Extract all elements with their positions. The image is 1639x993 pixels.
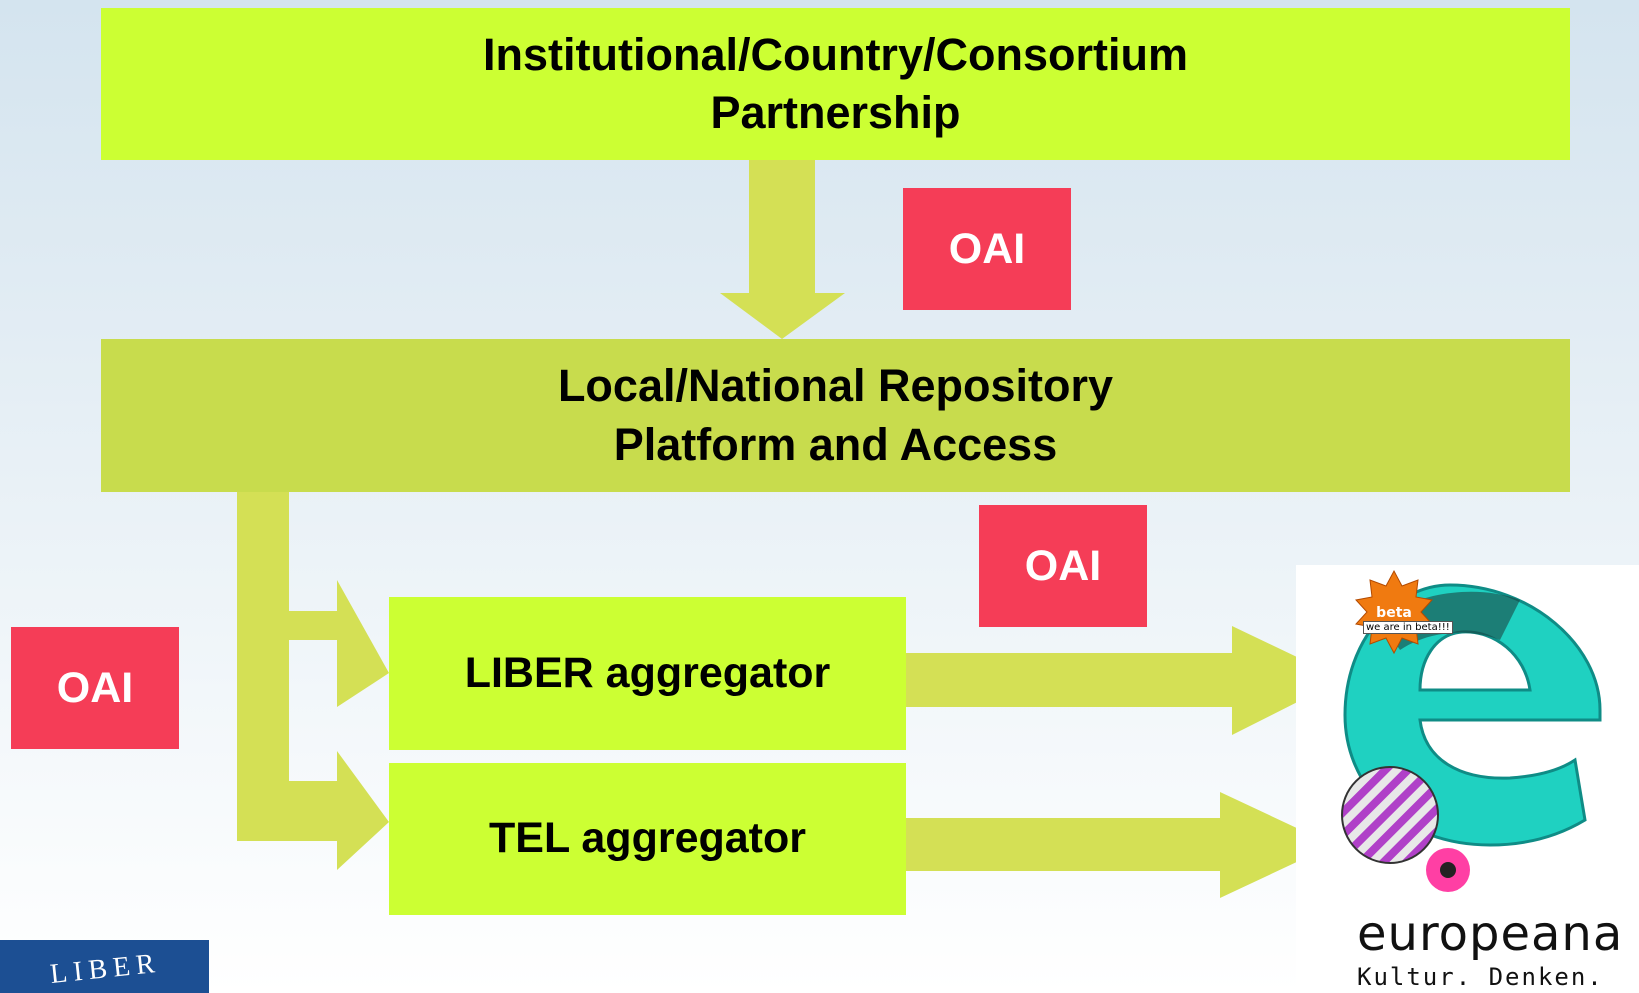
europeana-wordmark: europeana: [1357, 906, 1624, 962]
europeana-slogan: Kultur. Denken.: [1357, 963, 1604, 991]
liber-aggregator-label: LIBER aggregator: [464, 648, 831, 697]
arrow-tel-to-europeana: [906, 792, 1333, 898]
arrow-liber-to-europeana: [906, 626, 1343, 735]
arrow-repository-to-liber: [289, 580, 389, 707]
liber-seal-icon: LIBER: [49, 948, 163, 990]
partnership-box: Institutional/Country/Consortium Partner…: [101, 8, 1570, 160]
arrow-repository-to-tel: [237, 751, 389, 870]
repository-line-1: Local/National Repository: [557, 360, 1114, 411]
liber-logo-letters: LIBER: [49, 948, 163, 990]
bug-icon: [1440, 862, 1456, 878]
partnership-line-1: Institutional/Country/Consortium: [483, 28, 1188, 80]
oai-tag-right: OAI: [979, 505, 1147, 627]
partnership-line-2: Partnership: [710, 87, 961, 138]
oai-tag-left: OAI: [11, 627, 179, 749]
tel-aggregator-box: TEL aggregator: [389, 763, 906, 915]
liber-aggregator-box: LIBER aggregator: [389, 597, 906, 750]
oai-tag-top-label: OAI: [948, 224, 1026, 273]
oai-tag-right-label: OAI: [1024, 541, 1102, 590]
oai-tag-top: OAI: [903, 188, 1071, 310]
repository-box: Local/National Repository Platform and A…: [101, 339, 1570, 492]
arrow-top-to-repository: [720, 160, 845, 339]
elbow-connector-stem: [237, 492, 289, 841]
beta-note: we are in beta!!!: [1363, 621, 1453, 634]
liber-logo: LIBER: [0, 940, 209, 993]
beta-label: beta: [1376, 605, 1412, 621]
tel-aggregator-label: TEL aggregator: [489, 814, 806, 863]
europeana-striped-circle: [1341, 766, 1439, 864]
repository-line-2: Platform and Access: [613, 418, 1058, 470]
oai-tag-left-label: OAI: [56, 663, 134, 712]
